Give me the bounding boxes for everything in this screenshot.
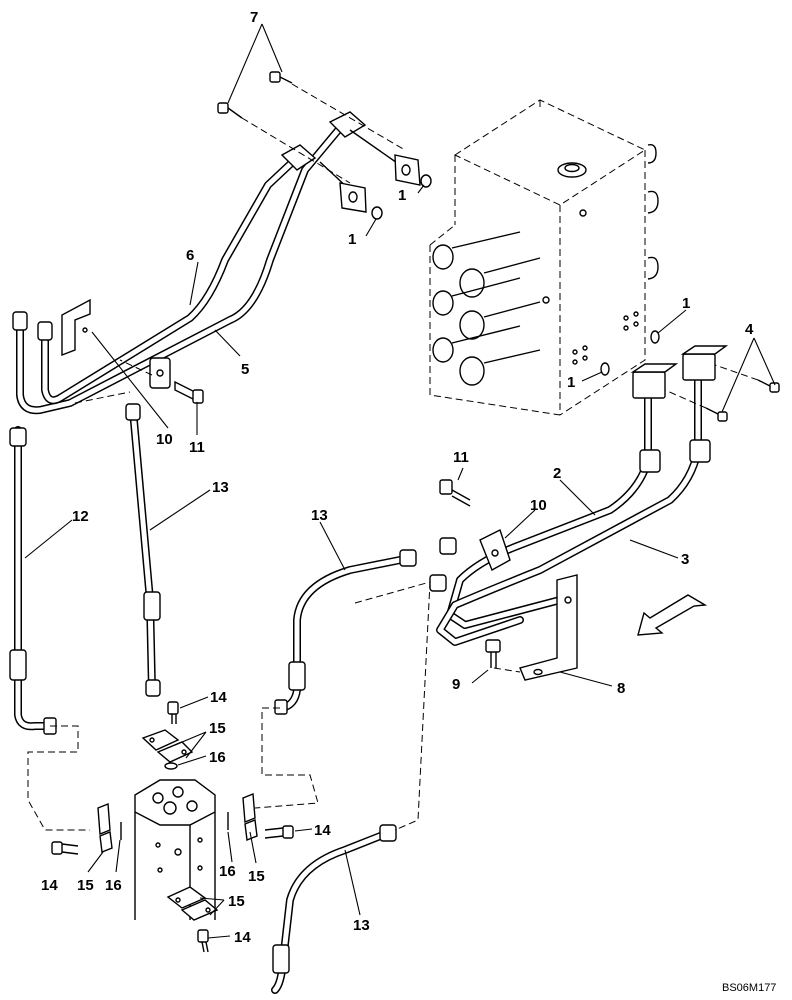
adapter-14b bbox=[264, 825, 294, 839]
callout-5: 5 bbox=[241, 361, 249, 378]
leader-lines bbox=[24, 23, 776, 939]
callout-14b: 14 bbox=[314, 822, 331, 839]
o-ring-1d bbox=[600, 362, 610, 376]
bolts-7 bbox=[217, 71, 406, 184]
callout-13c: 13 bbox=[353, 917, 370, 934]
tube-clamp-10a bbox=[149, 357, 171, 389]
tube-clamp-10b bbox=[479, 529, 511, 571]
callout-15b: 15 bbox=[248, 868, 265, 885]
hose-12 bbox=[9, 426, 57, 735]
bolts-4 bbox=[664, 364, 780, 422]
callout-16c: 16 bbox=[105, 877, 122, 894]
callout-11b: 11 bbox=[453, 449, 469, 466]
callout-12: 12 bbox=[72, 508, 89, 525]
callout-1d: 1 bbox=[567, 374, 575, 391]
callout-15a: 15 bbox=[209, 720, 226, 737]
bolt-11b bbox=[439, 479, 471, 507]
hose-13-left bbox=[125, 403, 161, 697]
tubes-5-6 bbox=[12, 111, 421, 415]
hose-13-lower bbox=[271, 824, 397, 994]
clamp-bracket-upper-left bbox=[61, 298, 91, 357]
split-flange-15-bottom bbox=[166, 886, 219, 921]
tubes-2-3 bbox=[429, 345, 729, 646]
callout-13a: 13 bbox=[212, 479, 229, 496]
callout-1a: 1 bbox=[398, 187, 406, 204]
callout-16b: 16 bbox=[219, 863, 236, 880]
callout-15d: 15 bbox=[228, 893, 245, 910]
callout-11a: 11 bbox=[189, 439, 205, 456]
callout-1b: 1 bbox=[348, 231, 356, 248]
callout-2: 2 bbox=[553, 465, 561, 482]
o-ring-1b bbox=[371, 206, 383, 220]
callout-14c: 14 bbox=[41, 877, 58, 894]
forward-direction-arrow bbox=[637, 594, 708, 636]
split-flange-15-right bbox=[242, 792, 258, 841]
routing-dash-lines bbox=[27, 359, 431, 831]
hose-13-center bbox=[274, 549, 417, 715]
callout-14a: 14 bbox=[210, 689, 227, 706]
adapter-14c bbox=[51, 841, 79, 855]
drawing-code: BS06M177 bbox=[722, 982, 776, 994]
callout-16a: 16 bbox=[209, 749, 226, 766]
o-rings bbox=[371, 174, 660, 376]
o-ring-1a bbox=[420, 174, 432, 188]
callout-9: 9 bbox=[452, 676, 460, 693]
callout-10a: 10 bbox=[156, 431, 173, 448]
split-flange-15-top bbox=[141, 729, 194, 763]
callout-10b: 10 bbox=[530, 497, 547, 514]
spool-caps bbox=[432, 231, 541, 386]
callout-3: 3 bbox=[681, 551, 689, 568]
bolt-11a bbox=[174, 380, 204, 404]
callout-13b: 13 bbox=[311, 507, 328, 524]
callout-7: 7 bbox=[250, 9, 258, 26]
callout-14d: 14 bbox=[234, 929, 251, 946]
callout-8: 8 bbox=[617, 680, 625, 697]
swivel-joint bbox=[134, 779, 216, 920]
support-bracket-8 bbox=[519, 574, 578, 681]
callout-6: 6 bbox=[186, 247, 194, 264]
o-rings-16 bbox=[120, 762, 229, 840]
callout-labels: 7 1 1 1 1 4 6 5 10 11 11 2 10 3 9 8 12 1… bbox=[41, 9, 754, 946]
callout-4: 4 bbox=[745, 321, 754, 338]
bolt-9 bbox=[485, 639, 521, 673]
adapter-14a bbox=[167, 701, 179, 724]
control-valve-block bbox=[429, 99, 659, 416]
callout-1c: 1 bbox=[682, 295, 690, 312]
port-holes bbox=[572, 311, 639, 365]
callout-15c: 15 bbox=[77, 877, 94, 894]
adapter-14d bbox=[197, 929, 209, 953]
o-ring-1c bbox=[650, 330, 660, 344]
split-flange-15-left bbox=[97, 802, 113, 853]
